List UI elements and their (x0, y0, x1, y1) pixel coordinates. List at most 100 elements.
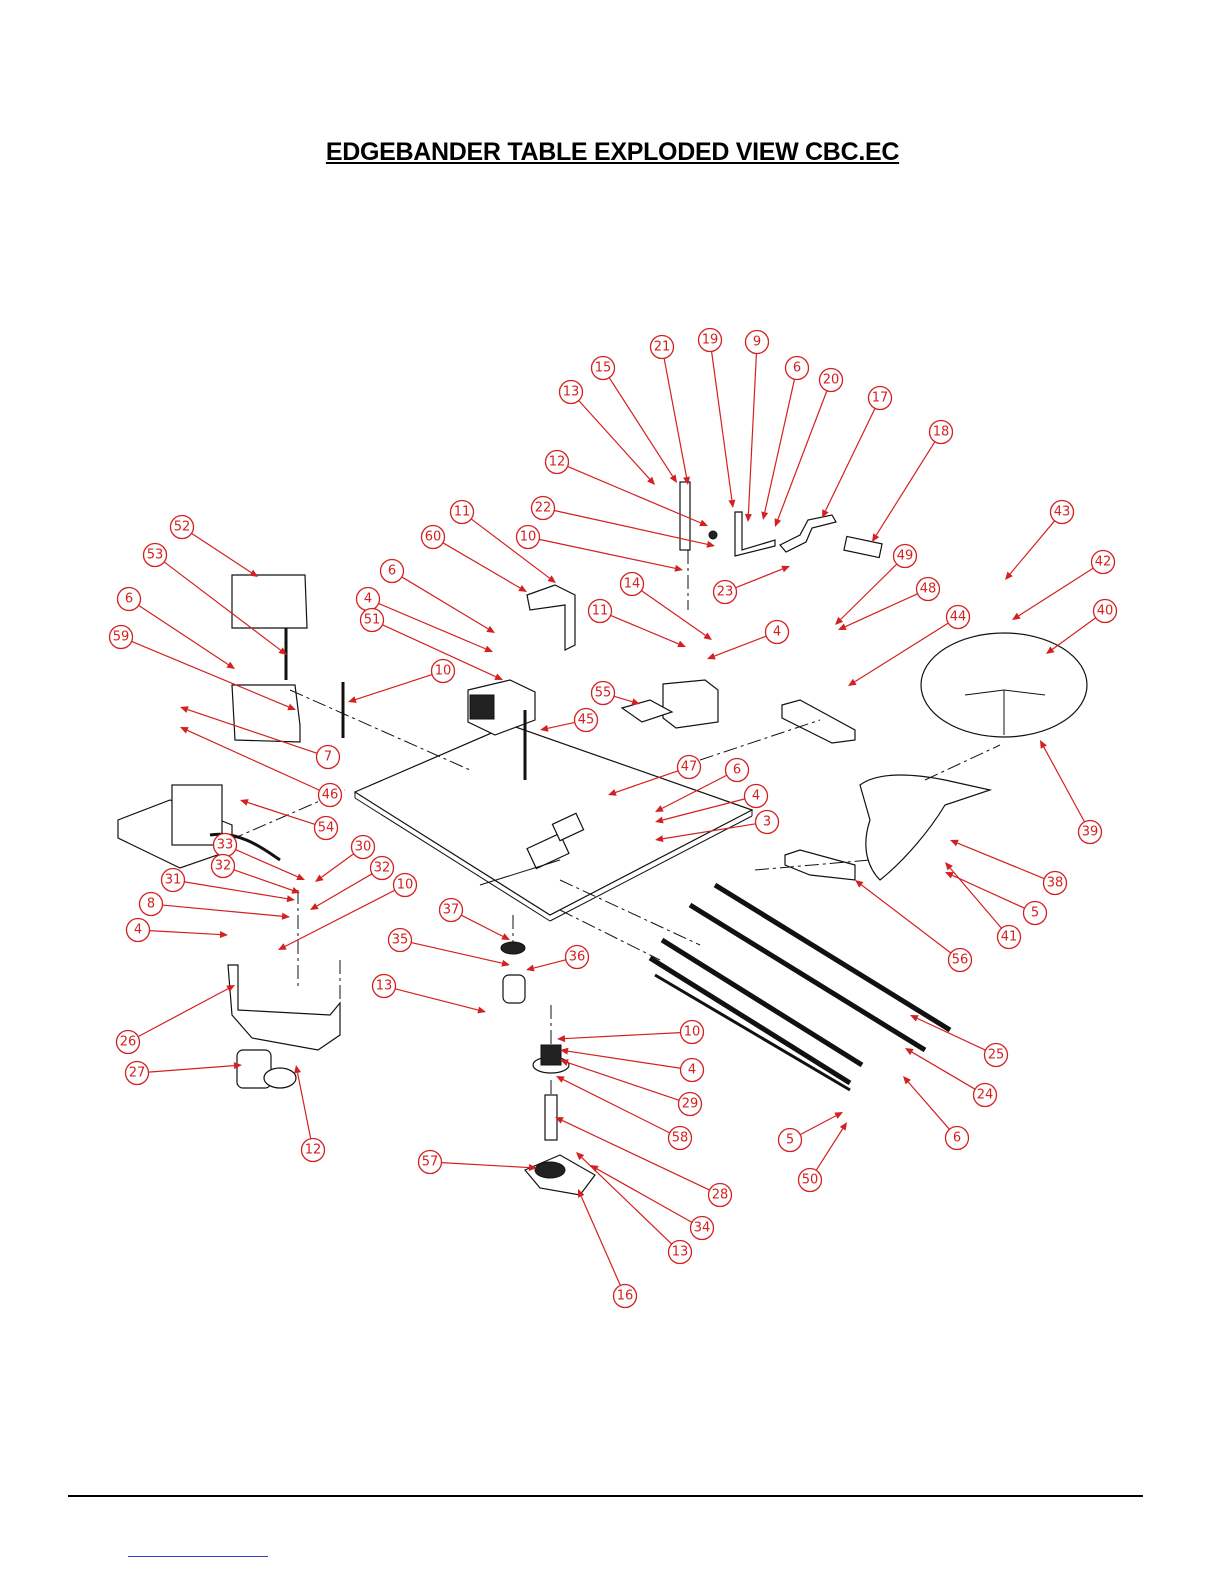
callout-8: 8 (140, 893, 291, 920)
callout-48: 48 (838, 578, 940, 631)
callout-leader (138, 989, 228, 1037)
callout-52: 52 (171, 516, 259, 578)
callout-leader (778, 391, 827, 520)
callout-number: 9 (753, 335, 761, 350)
callout-arrowhead (905, 1048, 914, 1055)
callout-leader (581, 1196, 620, 1285)
callout-leader (461, 915, 503, 936)
callout-43: 43 (1005, 501, 1074, 581)
callout-arrowhead (501, 960, 510, 967)
callout-leader (441, 1163, 529, 1168)
callout-leader (765, 379, 795, 512)
callout-arrowhead (518, 585, 527, 592)
callout-55: 55 (592, 682, 641, 706)
callout-number: 4 (688, 1063, 696, 1078)
callout-number: 60 (425, 530, 442, 545)
callout-number: 59 (113, 630, 130, 645)
callout-number: 5 (1031, 906, 1039, 921)
callout-32: 32 (310, 857, 394, 911)
callout-leader (539, 539, 675, 568)
callout-leader (876, 442, 935, 535)
callout-number: 12 (549, 455, 566, 470)
callout-leader (568, 1063, 680, 1101)
callout-arrowhead (180, 706, 189, 713)
callout-arrowhead (526, 965, 535, 972)
callout-21: 21 (651, 336, 690, 486)
footer-rule (68, 1495, 1143, 1497)
callout-16: 16 (578, 1189, 637, 1308)
callout-leader (917, 1018, 985, 1050)
callout-number: 21 (654, 340, 671, 355)
callout-number: 19 (702, 333, 719, 348)
callout-38: 38 (950, 840, 1067, 895)
callout-number: 44 (950, 610, 967, 625)
callout-number: 28 (712, 1188, 729, 1203)
callout-leader (957, 843, 1044, 879)
callout-9: 9 (745, 331, 769, 523)
callout-number: 3 (763, 815, 771, 830)
callout-number: 47 (681, 760, 698, 775)
callout-27: 27 (126, 1062, 243, 1085)
callout-50: 50 (799, 1122, 848, 1192)
motor-clamp (264, 1068, 296, 1088)
callout-number: 4 (773, 625, 781, 640)
callout-arrowhead (294, 1065, 301, 1074)
callout-arrowhead (240, 799, 249, 806)
callout-leader (162, 905, 282, 916)
callout-number: 35 (392, 933, 409, 948)
callout-number: 42 (1095, 555, 1112, 570)
callout-leader (234, 870, 293, 891)
callout-number: 10 (520, 530, 537, 545)
callout-leader (317, 874, 372, 906)
callout-leader (841, 564, 897, 619)
knob (709, 531, 717, 539)
callout-18: 18 (872, 421, 953, 543)
belt-sleeve (232, 575, 307, 628)
callout-24: 24 (905, 1048, 997, 1107)
callout-leader (597, 1169, 692, 1222)
callout-number: 27 (129, 1066, 146, 1081)
callout-arrowhead (291, 887, 300, 894)
callout-6: 6 (118, 588, 236, 670)
callout-number: 6 (388, 564, 396, 579)
callout-36: 36 (526, 946, 589, 972)
callout-4: 4 (707, 621, 789, 660)
channel-bracket (782, 700, 855, 743)
callout-number: 22 (535, 501, 552, 516)
callout-number: 13 (672, 1245, 689, 1260)
spider-plate (860, 775, 990, 880)
callout-leader (402, 577, 488, 629)
callout-13: 13 (373, 975, 487, 1014)
callout-arrowhead (315, 874, 324, 882)
callout-6: 6 (903, 1076, 969, 1150)
angle-bracket (735, 512, 775, 556)
footer-link[interactable] (128, 1556, 268, 1557)
callout-number: 32 (374, 861, 391, 876)
callout-number: 10 (684, 1025, 701, 1040)
callout-4: 4 (560, 1048, 704, 1082)
callout-arrowhead (707, 653, 716, 660)
callout-56: 56 (855, 880, 972, 972)
callout-number: 48 (920, 582, 937, 597)
callout-54: 54 (240, 799, 338, 839)
callout-arrowhead (775, 518, 782, 527)
callout-arrowhead (745, 514, 752, 522)
callout-number: 11 (592, 604, 609, 619)
callout-leader (908, 1082, 949, 1129)
callout-arrowhead (840, 1122, 847, 1131)
guide-housing (232, 685, 300, 742)
callout-leader (950, 868, 1001, 928)
callout-11: 11 (589, 600, 687, 648)
callout-number: 6 (125, 592, 133, 607)
callout-leader (248, 802, 315, 824)
callout-number: 57 (422, 1155, 439, 1170)
callout-leader (714, 636, 766, 656)
callout-number: 5 (786, 1133, 794, 1148)
callout-number: 45 (578, 713, 595, 728)
callout-leader (132, 641, 289, 706)
callout-leader (736, 569, 783, 588)
callout-leader (664, 358, 686, 477)
callout-number: 17 (872, 391, 889, 406)
callout-arrowhead (1012, 613, 1021, 620)
